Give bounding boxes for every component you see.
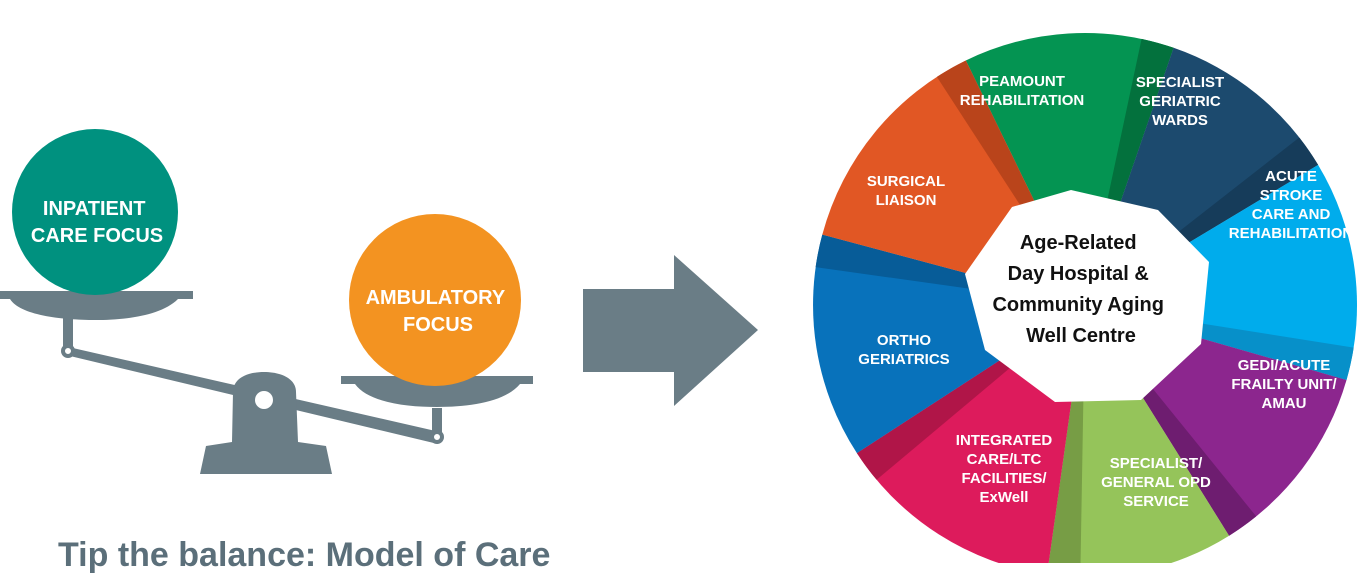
- ambulatory-label: AMBULATORY FOCUS: [366, 287, 511, 336]
- wheel-label-line: SPECIALIST/: [1110, 455, 1203, 472]
- wheel-label-acute-stroke-care: ACUTE STROKE CARE AND REHABILITATION: [1229, 168, 1353, 242]
- wheel-label-peamount-rehabilitation: PEAMOUNT REHABILITATION: [960, 73, 1084, 109]
- wheel-label-line: INTEGRATED: [956, 432, 1053, 449]
- wheel-label-line: GERIATRIC: [1139, 93, 1221, 110]
- left-pan: [0, 291, 193, 320]
- wheel-label-line: AMAU: [1262, 395, 1307, 412]
- wheel-segment-accent-specialist-general-opd: [1048, 305, 1085, 563]
- wheel-label-line: SURGICAL: [867, 173, 945, 190]
- wheel-label-line: WARDS: [1152, 112, 1208, 129]
- wheel-label-line: ORTHO: [877, 332, 931, 349]
- wheel-segment-peamount-rehabilitation: [965, 32, 1174, 305]
- wheel-label-line: REHABILITATION: [960, 92, 1084, 109]
- wheel-label-line: SERVICE: [1123, 493, 1189, 510]
- right-pan: [341, 376, 533, 407]
- caption: Tip the balance: Model of Care: [58, 536, 551, 574]
- ambulatory-ball: [349, 214, 521, 386]
- wheel-label-surgical-liaison: SURGICAL LIAISON: [867, 173, 945, 209]
- right-pivot-dot: [430, 430, 444, 444]
- balance-scale: INPATIENT CARE FOCUS AMBULATORY FOCUS: [0, 129, 533, 474]
- right-arrow-icon: [583, 255, 758, 406]
- wheel-label-specialist-geriatric-wards: SPECIALIST GERIATRIC WARDS: [1136, 74, 1224, 129]
- wheel-label-line: ACUTE: [1265, 168, 1317, 185]
- wheel-label-ortho-geriatrics: ORTHO GERIATRICS: [858, 332, 949, 368]
- wheel-label-line: REHABILITATION: [1229, 225, 1353, 242]
- wheel-label-line: GEDI/ACUTE: [1238, 357, 1331, 374]
- wheel-label-line: STROKE: [1260, 187, 1323, 204]
- scale-fulcrum: [200, 372, 332, 474]
- wheel-label-integrated-care-ltc: INTEGRATED CARE/LTC FACILITIES/ExWell: [956, 432, 1053, 506]
- wheel-label-line: GERIATRICS: [858, 351, 949, 368]
- wheel-label-line: GENERAL OPD: [1101, 474, 1211, 491]
- center-line-2: Day Hospital &: [1008, 263, 1149, 285]
- left-pan-hanger: [63, 314, 73, 356]
- wheel-label-line: CARE/LTC: [967, 451, 1042, 468]
- wheel-label-line: CARE AND: [1252, 206, 1331, 223]
- wheel-label-line: PEAMOUNT: [979, 73, 1065, 90]
- right-pan-hanger: [432, 408, 442, 438]
- inpatient-care-ball: [12, 129, 178, 295]
- ambulatory-line-1: AMBULATORY: [366, 287, 506, 309]
- ambulatory-line-2: FOCUS: [403, 314, 473, 336]
- left-pivot-dot: [61, 344, 75, 358]
- wheel-segment-acute-stroke-care: [1085, 164, 1358, 380]
- center-line-4: Well Centre: [1026, 325, 1136, 347]
- center-line-1: Age-Related: [1020, 232, 1137, 254]
- center-line-3: Community Aging: [992, 294, 1163, 316]
- wheel-label-line: ExWell: [980, 489, 1029, 506]
- care-wheel-labels: PEAMOUNT REHABILITATION SPECIALIST GERIATRI…: [858, 73, 1353, 510]
- wheel-label-line: FRAILTY UNIT/: [1231, 376, 1337, 393]
- inpatient-care-label: INPATIENT CARE FOCUS: [31, 198, 163, 247]
- wheel-label-line: FACILITIES/: [961, 470, 1047, 487]
- inpatient-line-2: CARE FOCUS: [31, 225, 163, 247]
- fulcrum-pivot-hole: [255, 391, 273, 409]
- wheel-label-line: SPECIALIST: [1136, 74, 1224, 91]
- wheel-center-label: Age-Related Day Hospital & Community Agi…: [992, 232, 1169, 347]
- wheel-label-gedi-acute-frailty: GEDI/ACUTE FRAILTY UNIT/AMAU: [1231, 357, 1337, 412]
- wheel-center-hub: [965, 190, 1209, 402]
- wheel-label-specialist-general-opd: SPECIALIST/GENERAL OPD SERVICE: [1101, 455, 1211, 510]
- inpatient-line-1: INPATIENT: [43, 198, 146, 220]
- wheel-label-line: LIAISON: [876, 192, 937, 209]
